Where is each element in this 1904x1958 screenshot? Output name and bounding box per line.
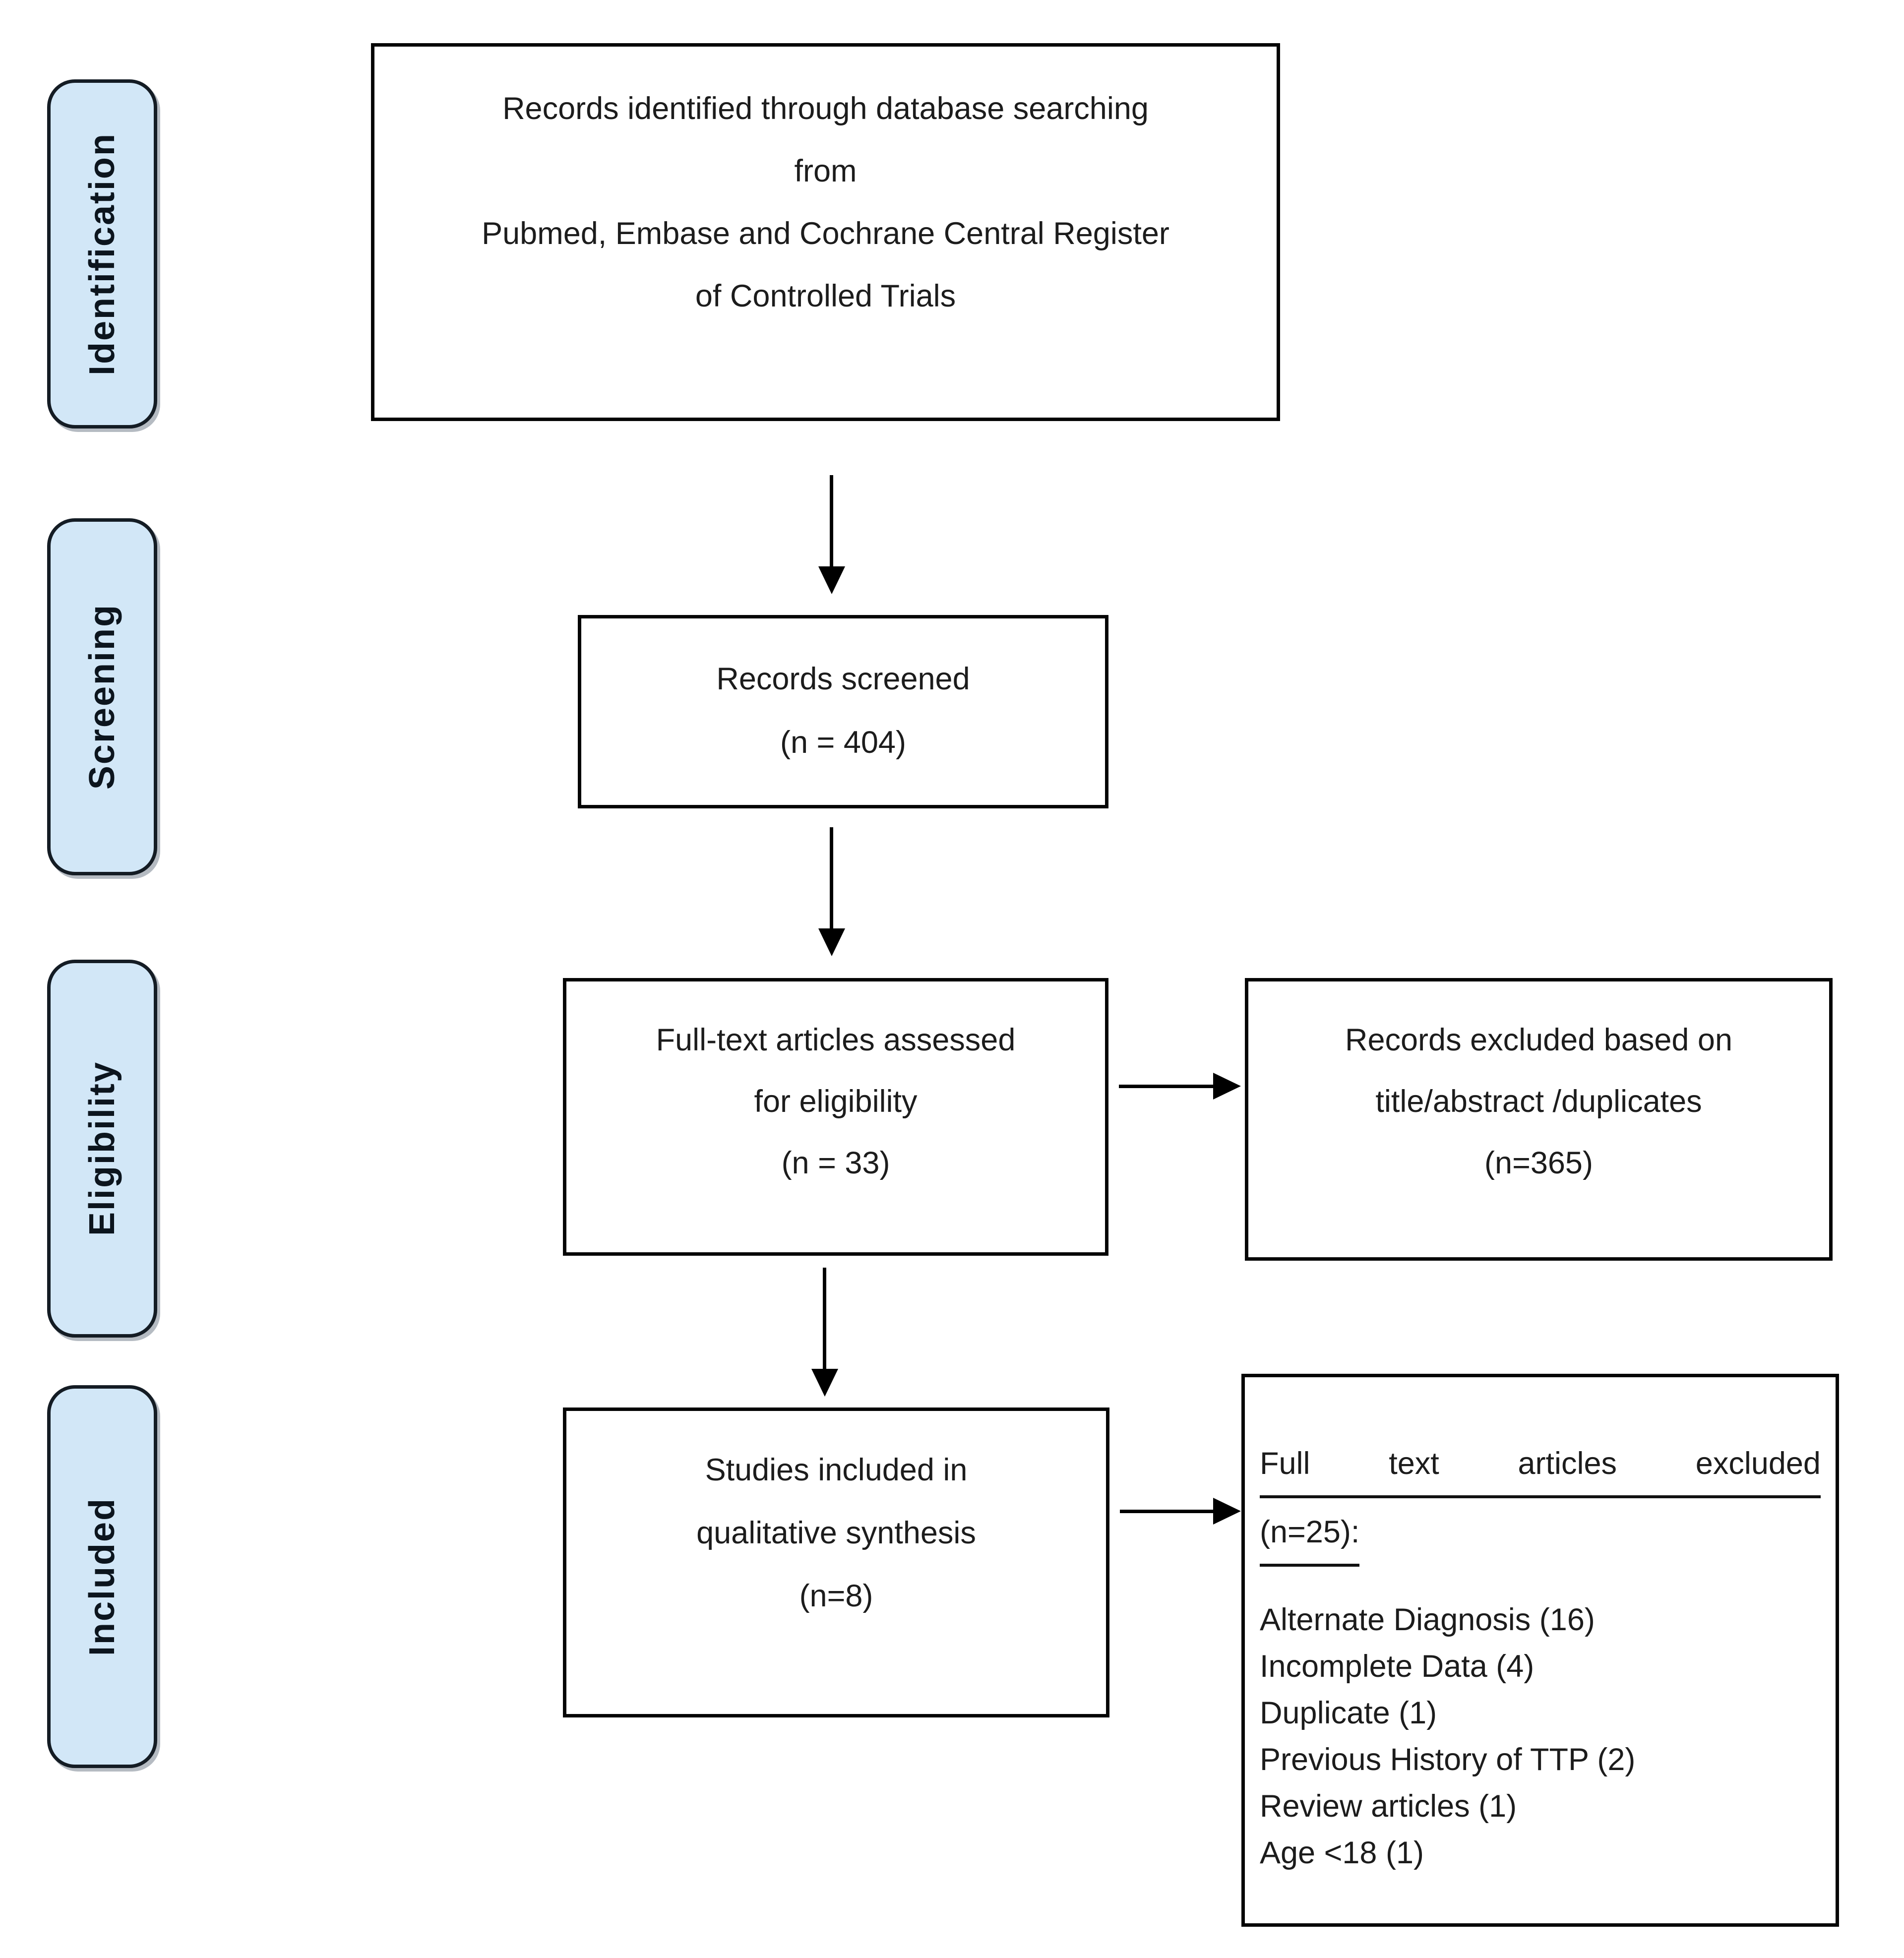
box-records-screened: Records screened (n = 404)	[578, 615, 1108, 808]
stage-eligibility: Eligibility	[47, 960, 157, 1338]
excluded-reason-5: Review articles (1)	[1260, 1789, 1517, 1824]
fulltext-excluded-reasons: Alternate Diagnosis (16) Incomplete Data…	[1260, 1596, 1821, 1876]
box-fulltext-assessed: Full-text articles assessed for eligibil…	[563, 978, 1108, 1256]
arrow-eligibility-to-excluded-head	[1213, 1073, 1241, 1100]
arrow-included-to-fulltext-excluded-head	[1213, 1498, 1241, 1525]
box-studies-included-line2: qualitative synthesis	[696, 1516, 976, 1550]
box-records-identified-line2: from	[794, 154, 857, 188]
arrow-eligibility-to-included-head	[811, 1369, 838, 1397]
fulltext-excluded-heading-word3: articles	[1518, 1446, 1617, 1481]
box-records-excluded-line1: Records excluded based on	[1345, 1023, 1732, 1057]
excluded-reason-6: Age <18 (1)	[1260, 1836, 1424, 1870]
box-records-identified: Records identified through database sear…	[371, 43, 1280, 421]
excluded-reason-2: Incomplete Data (4)	[1260, 1649, 1535, 1684]
stage-screening-label: Screening	[82, 604, 122, 790]
box-fulltext-assessed-count: (n = 33)	[781, 1146, 890, 1180]
box-fulltext-assessed-line1: Full-text articles assessed	[656, 1023, 1016, 1057]
box-fulltext-assessed-line2: for eligibility	[754, 1084, 918, 1119]
excluded-reason-3: Duplicate (1)	[1260, 1696, 1437, 1730]
box-studies-included-line1: Studies included in	[705, 1453, 968, 1487]
fulltext-excluded-heading: Full text articles excluded	[1260, 1437, 1821, 1498]
box-records-identified-line3: Pubmed, Embase and Cochrane Central Regi…	[482, 216, 1169, 251]
box-records-identified-line4: of Controlled Trials	[695, 279, 956, 313]
stage-screening: Screening	[47, 518, 157, 875]
stage-eligibility-label: Eligibility	[82, 1061, 122, 1236]
box-studies-included: Studies included in qualitative synthesi…	[563, 1407, 1109, 1717]
box-studies-included-count: (n=8)	[799, 1579, 873, 1613]
stage-included: Included	[47, 1385, 157, 1768]
arrow-screening-to-eligibility-line	[830, 827, 833, 929]
stage-identification: Identification	[47, 79, 157, 428]
stage-identification-label: Identification	[82, 132, 122, 375]
fulltext-excluded-count: (n=25):	[1260, 1505, 1360, 1567]
arrow-identification-to-screening-line	[830, 475, 833, 567]
excluded-reason-1: Alternate Diagnosis (16)	[1260, 1602, 1595, 1637]
fulltext-excluded-heading-word1: Full	[1260, 1446, 1310, 1481]
box-records-screened-count: (n = 404)	[780, 725, 906, 760]
excluded-reason-4: Previous History of TTP (2)	[1260, 1742, 1636, 1777]
box-records-identified-line1: Records identified through database sear…	[502, 91, 1149, 126]
arrow-eligibility-to-excluded-line	[1119, 1085, 1214, 1088]
arrow-identification-to-screening-head	[818, 566, 845, 594]
box-records-excluded-line2: title/abstract /duplicates	[1375, 1084, 1702, 1119]
box-fulltext-excluded: Full text articles excluded (n=25): Alte…	[1241, 1374, 1839, 1927]
arrow-eligibility-to-included-line	[823, 1268, 826, 1369]
box-records-excluded-count: (n=365)	[1484, 1146, 1593, 1180]
fulltext-excluded-heading-word2: text	[1389, 1446, 1439, 1481]
arrow-screening-to-eligibility-head	[818, 928, 845, 956]
arrow-included-to-fulltext-excluded-line	[1120, 1510, 1214, 1513]
box-records-excluded: Records excluded based on title/abstract…	[1245, 978, 1833, 1261]
fulltext-excluded-heading-word4: excluded	[1695, 1446, 1821, 1481]
stage-included-label: Included	[82, 1497, 122, 1656]
box-records-screened-line1: Records screened	[716, 662, 970, 696]
